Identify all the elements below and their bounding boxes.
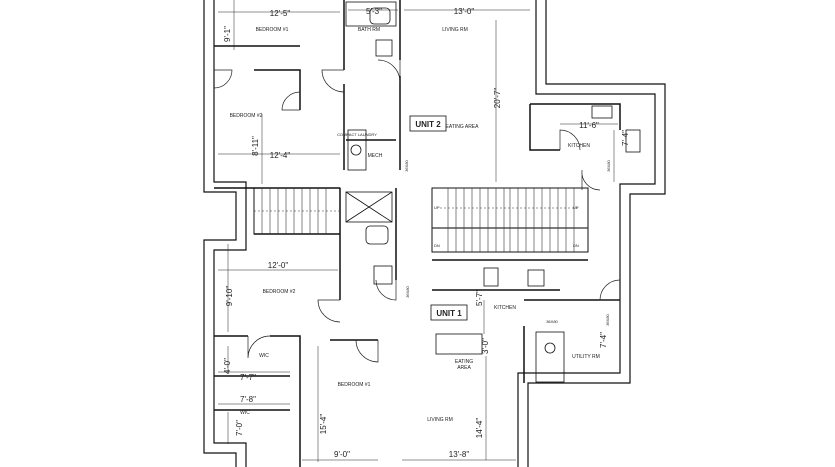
room-label-kitchen-bottom: KITCHEN (494, 305, 516, 311)
room-label-eating-bottom-2: AREA (457, 365, 471, 371)
dimension-11-6: 11'-6" (579, 121, 599, 130)
dimension-7-4-top: 7'-4" (621, 130, 630, 146)
unit-tag-2: UNIT 2 (409, 115, 447, 132)
room-label-eating-bottom-1: EATING (455, 359, 473, 365)
stair-up-label: UP (573, 205, 579, 210)
dimension-12-4: 12'-4" (270, 151, 291, 160)
dimension-3-0: 3'-0" (481, 338, 490, 354)
dimension-8-11: 8'-11" (251, 136, 260, 156)
unit-2-label: UNIT 2 (415, 120, 441, 129)
door-size-label: 36X80 (405, 285, 410, 297)
dimension-13-8: 13'-8" (449, 450, 470, 459)
door-size-label: 36X80 (605, 313, 610, 325)
door-swings (213, 59, 621, 363)
room-label-bath-top: BATH RM (358, 27, 380, 33)
dimension-9-1: 9'-1" (223, 26, 232, 42)
room-label-wic-1: WIC (259, 353, 269, 359)
dimension-12-0: 12'-0" (268, 261, 289, 270)
door-size-label: 36X80 (606, 159, 611, 171)
dimension-7-7: 7'-7" (240, 373, 256, 382)
room-label-bedroom2-bottom: BEDROOM #2 (263, 289, 296, 295)
stair-down-label: DN (573, 243, 579, 248)
unit-1-label: UNIT 1 (436, 309, 462, 318)
room-label-living-bottom: LIVING RM (427, 417, 453, 423)
dimension-20-7: 20'-7" (493, 88, 502, 109)
dimension-4-0: 4'-0" (223, 358, 232, 374)
room-label-living-top: LIVING RM (442, 27, 468, 33)
room-label-bedroom1-top: BEDROOM #1 (256, 27, 289, 33)
room-label-bedroom1-bottom: BEDROOM #1 (338, 382, 371, 388)
stair-down-label: DN (434, 243, 440, 248)
exterior-walls (203, 0, 666, 467)
dimension-9-10: 9'-10" (225, 286, 234, 307)
stair-run-left (253, 187, 341, 235)
dimension-7-8: 7'-8" (240, 395, 256, 404)
room-label-kitchen-top: KITCHEN (568, 143, 590, 149)
room-label-mech-top: MECH (368, 153, 383, 159)
dimension-7-0: 7'-0" (235, 420, 244, 436)
dimension-5-3: 5'-3" (366, 7, 382, 16)
dimension-14-4: 14'-4" (475, 418, 484, 439)
room-label-compact-laundry: COMPACT LAUNDRY (337, 132, 377, 137)
unit-tag-1: UNIT 1 (430, 304, 468, 321)
room-label-wic-2: WIC (240, 410, 250, 416)
door-size-label: 36X80 (404, 159, 409, 171)
stair-up-label: UP (434, 205, 440, 210)
room-label-bedroom2-top: BEDROOM #2 (230, 113, 263, 119)
room-label-utility: UTILITY RM (572, 354, 600, 360)
dimension-5-7: 5'-7" (475, 290, 484, 306)
room-label-eating-top: EATING AREA (446, 124, 480, 130)
dimension-9-0: 9'-0" (334, 450, 350, 459)
dimension-lines (218, 0, 618, 462)
door-size-label: 36X80 (546, 319, 558, 324)
dimension-13-0: 13'-0" (454, 7, 475, 16)
dimension-7-4-bottom: 7'-4" (599, 332, 608, 348)
bathroom-fixtures (345, 1, 641, 383)
stair-run (431, 187, 589, 253)
dimension-12-5: 12'-5" (270, 9, 291, 18)
dimension-15-4: 15'-4" (319, 414, 328, 435)
